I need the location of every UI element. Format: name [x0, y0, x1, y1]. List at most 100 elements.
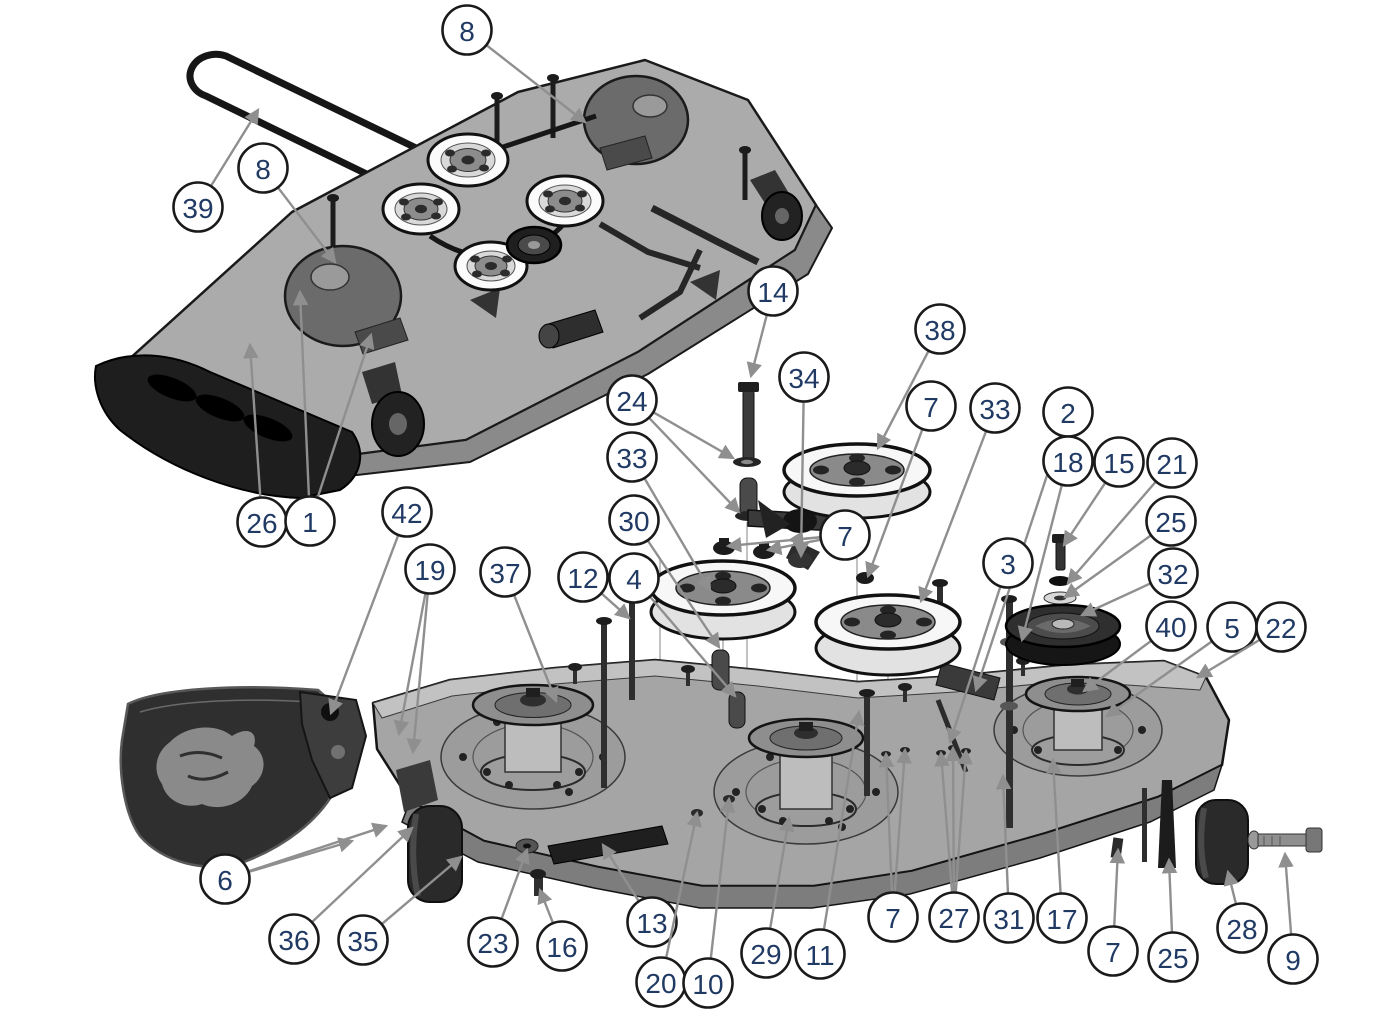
callout-20-35: 20 — [635, 810, 702, 1008]
callout-circle — [606, 374, 658, 426]
callout-circle — [172, 181, 224, 233]
callout-39-1: 39 — [172, 108, 260, 233]
leader-line — [485, 44, 587, 124]
callout-number: 37 — [489, 558, 520, 589]
callout-36-30: 36 — [268, 826, 414, 965]
spindle-assembly — [1024, 675, 1132, 766]
discharge-deflector — [119, 686, 351, 868]
callout-circle — [1093, 436, 1145, 488]
leader-line — [1082, 639, 1153, 693]
callout-14-6: 14 — [746, 265, 799, 379]
leader-line — [934, 750, 954, 893]
leader-line — [725, 536, 821, 553]
callout-circle — [740, 927, 792, 979]
leader-line — [954, 748, 973, 893]
callout-number: 29 — [750, 939, 781, 970]
callout-number: 2 — [1060, 398, 1076, 429]
callout-21-21: 21 — [1066, 437, 1198, 585]
callout-circle — [626, 896, 678, 948]
callout-38-8: 38 — [876, 303, 966, 451]
callout-19-12: 19 — [393, 543, 456, 755]
callout-number: 8 — [255, 154, 271, 185]
callout-number: 31 — [993, 904, 1024, 935]
leader-line — [918, 430, 988, 604]
callout-number: 30 — [618, 506, 649, 537]
callout-18-19: 18 — [1017, 435, 1094, 643]
deck-pulley — [381, 182, 461, 236]
callout-circle — [608, 552, 660, 604]
callout-number: 20 — [645, 968, 676, 999]
callout-circle — [608, 494, 660, 546]
spindle-assembly — [471, 683, 595, 791]
leader-line — [1161, 857, 1178, 933]
callout-11-38: 11 — [794, 709, 865, 980]
callout-circle — [381, 486, 433, 538]
callout-32-23: 32 — [1079, 547, 1199, 617]
deck-pulley — [525, 174, 605, 228]
callout-34-7: 34 — [778, 351, 830, 559]
callout-25-44: 25 — [1147, 857, 1199, 983]
deck-pulley — [426, 132, 510, 188]
callout-1-4: 1 — [284, 289, 375, 547]
callout-number: 24 — [616, 386, 647, 417]
leader-line — [709, 796, 736, 959]
callout-circle — [536, 920, 588, 972]
leader-line — [876, 350, 930, 451]
callout-circle — [982, 537, 1034, 589]
callout-circle — [778, 351, 830, 403]
callout-circle — [928, 891, 980, 943]
hanger-bracket — [690, 270, 720, 300]
callout-26-3: 26 — [236, 342, 288, 548]
callout-16-33: 16 — [536, 887, 588, 972]
leader-line — [247, 822, 389, 873]
callout-number: 33 — [979, 394, 1010, 425]
callout-number: 5 — [1224, 613, 1240, 644]
drive-belt — [186, 50, 451, 204]
callout-circle — [1267, 933, 1319, 985]
idler-pulley — [814, 593, 962, 677]
callout-circle — [983, 892, 1035, 944]
callout-circle — [467, 916, 519, 968]
callout-circle — [1147, 547, 1199, 599]
callout-number: 40 — [1155, 612, 1186, 643]
callout-13-34: 13 — [601, 843, 678, 948]
leader-line — [746, 314, 769, 379]
leader-line — [1278, 851, 1294, 935]
callout-9-46: 9 — [1267, 851, 1319, 985]
leader-line — [649, 595, 737, 698]
callout-24-9: 24 — [606, 374, 741, 514]
callout-circle — [606, 431, 658, 483]
callout-number: 7 — [923, 392, 939, 423]
leader-line — [893, 747, 912, 893]
idler-pulley — [649, 559, 797, 641]
leader-line — [601, 843, 640, 902]
callout-30-11: 30 — [608, 494, 721, 649]
callout-number: 7 — [1105, 937, 1121, 968]
idler-pulley-black — [505, 225, 563, 265]
callout-circle — [1216, 902, 1268, 954]
callout-number: 35 — [347, 926, 378, 957]
callout-number: 18 — [1052, 447, 1083, 478]
callout-circle — [404, 543, 456, 595]
callout-number: 39 — [182, 193, 213, 224]
callout-28-45: 28 — [1216, 869, 1268, 954]
callout-circle — [337, 914, 389, 966]
callout-number: 27 — [938, 903, 969, 934]
callout-15-20: 15 — [1062, 436, 1145, 547]
callout-number: 32 — [1157, 559, 1188, 590]
callout-circle — [969, 382, 1021, 434]
callout-number: 28 — [1226, 914, 1257, 945]
callout-37-13: 37 — [479, 546, 559, 704]
callout-circle — [1145, 495, 1197, 547]
callout-number: 26 — [246, 508, 277, 539]
leader-line — [865, 428, 924, 579]
leader-line — [1045, 757, 1062, 894]
callout-number: 12 — [567, 563, 598, 594]
callout-circle — [557, 551, 609, 603]
callout-number: 15 — [1103, 448, 1134, 479]
callout-circle — [1036, 892, 1088, 944]
leader-line — [1062, 481, 1107, 547]
leader-line — [768, 815, 795, 930]
